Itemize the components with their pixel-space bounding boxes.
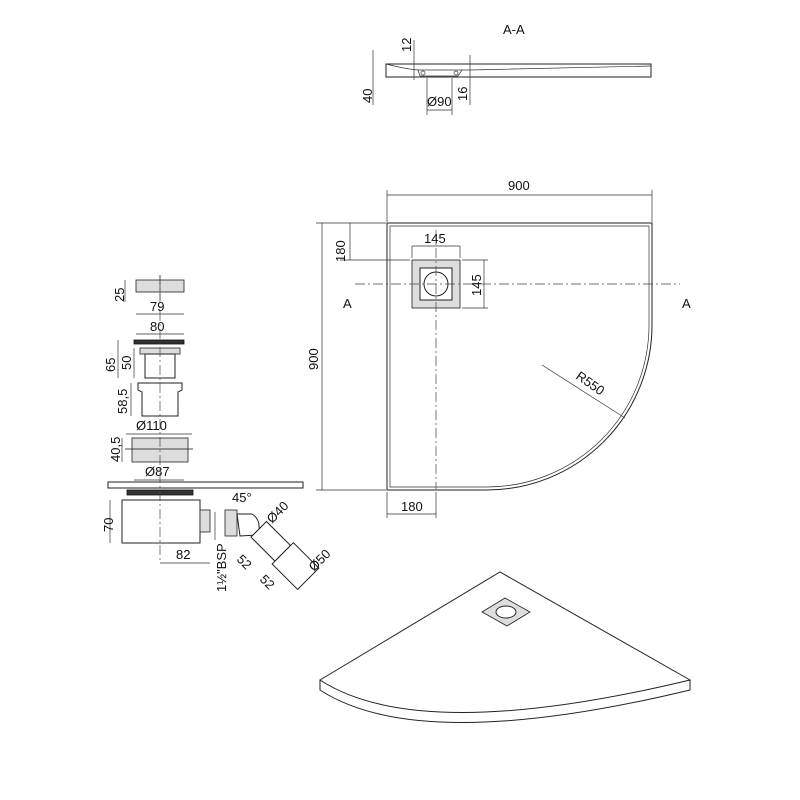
- waste-assembly: 25 79 80 65 50 58,5 Ø110 40,5 Ø87 70 82 …: [101, 275, 334, 592]
- nut: [224, 509, 238, 537]
- dim-width: 900: [508, 178, 530, 193]
- dim-trap-height: 70: [101, 518, 116, 532]
- dim-elbow-angle: 45°: [232, 490, 252, 505]
- tray-slope-line: [385, 63, 652, 71]
- dim-body-height: 50: [119, 356, 134, 370]
- section-mark-left: A: [343, 296, 352, 311]
- dim-thread-spec: 1½"BSP: [214, 543, 229, 592]
- dim-cap-width: 79: [150, 299, 164, 314]
- dim-drain-height: 145: [469, 274, 484, 296]
- tray-plate: [107, 481, 304, 489]
- dim-flange-diameter: Ø110: [136, 418, 167, 433]
- dim-outlet-small: Ø40: [264, 498, 292, 526]
- section-view-a-a: A-A 40 12 Ø90 16: [360, 22, 652, 115]
- dim-trap-offset: 82: [176, 547, 190, 562]
- tray-top-surface: [319, 571, 692, 713]
- dim-segment-1: 52: [234, 552, 255, 573]
- tray-outline: [386, 222, 653, 491]
- dim-cap-height: 25: [112, 288, 127, 302]
- dim-section-top: 12: [399, 38, 414, 52]
- outlet-pipe: [250, 520, 320, 591]
- dim-body-height-total: 65: [103, 358, 118, 372]
- dim-radius: R550: [573, 368, 607, 398]
- section-title: A-A: [503, 22, 525, 37]
- dim-section-height: 40: [360, 89, 375, 103]
- dim-grate-width: 80: [150, 319, 164, 334]
- isometric-view: [319, 571, 692, 723]
- plan-view: 900 900 145 145 180 180 A A R550: [306, 178, 691, 518]
- drain-recess: [417, 69, 463, 77]
- dim-section-drain-diameter: Ø90: [427, 94, 452, 109]
- dim-segment-2: 52: [257, 572, 278, 593]
- tray-section-outline: [385, 63, 652, 78]
- sleeve: [137, 382, 183, 417]
- dim-drain-width: 145: [424, 231, 446, 246]
- dim-flange-height: 40,5: [108, 437, 123, 462]
- dim-thread-diameter: Ø87: [145, 464, 170, 479]
- dim-section-drain-depth: 16: [455, 87, 470, 101]
- dim-drain-offset-top: 180: [333, 240, 348, 262]
- trap-body: [121, 499, 201, 544]
- dim-sleeve-height: 58,5: [115, 389, 130, 414]
- dim-depth: 900: [306, 348, 321, 370]
- dim-drain-offset-left: 180: [401, 499, 423, 514]
- grate: [133, 339, 185, 345]
- section-mark-right: A: [682, 296, 691, 311]
